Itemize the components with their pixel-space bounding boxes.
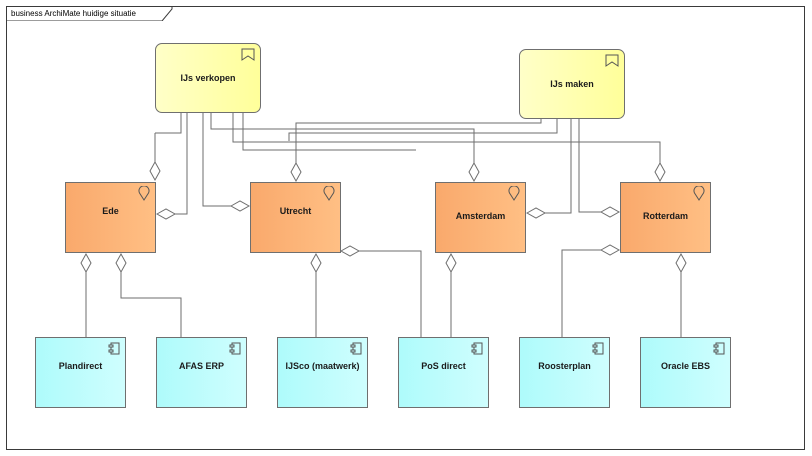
location-utrecht[interactable]: Utrecht bbox=[250, 182, 341, 253]
diagram-frame-tab bbox=[6, 6, 173, 21]
component-icon bbox=[229, 342, 241, 355]
connector-ede-afas bbox=[120, 272, 182, 338]
component-icon bbox=[350, 342, 362, 355]
diagram-frame bbox=[6, 6, 805, 450]
aggregation-diamond bbox=[468, 161, 480, 183]
component-icon bbox=[471, 342, 483, 355]
location-label: Utrecht bbox=[279, 206, 312, 216]
connector-rotterdam-roosterplan bbox=[561, 249, 601, 338]
location-label: Rotterdam bbox=[642, 211, 688, 221]
connector-verkopen-utrecht bbox=[202, 112, 231, 207]
component-label: AFAS ERP bbox=[178, 361, 224, 371]
aggregation-diamond bbox=[155, 208, 177, 220]
process-ijs-verkopen[interactable]: IJs verkopen bbox=[155, 43, 261, 113]
process-label: IJs verkopen bbox=[180, 73, 236, 83]
aggregation-diamond bbox=[290, 161, 302, 183]
aggregation-diamond bbox=[115, 252, 127, 274]
location-pin-icon bbox=[323, 186, 335, 201]
location-pin-icon bbox=[693, 186, 705, 201]
location-pin-icon bbox=[508, 186, 520, 201]
component-label: IJSco (maatwerk) bbox=[285, 361, 360, 371]
aggregation-diamond bbox=[445, 252, 457, 274]
aggregation-diamond bbox=[654, 161, 666, 183]
aggregation-diamond bbox=[339, 245, 361, 257]
aggregation-diamond bbox=[525, 207, 547, 219]
aggregation-diamond bbox=[599, 206, 621, 218]
component-oracle-ebs[interactable]: Oracle EBS bbox=[640, 337, 731, 408]
location-pin-icon bbox=[138, 186, 150, 201]
component-icon bbox=[108, 342, 120, 355]
location-label: Amsterdam bbox=[455, 211, 506, 221]
location-label: Ede bbox=[102, 206, 119, 216]
connector-verkopen-amsterdam bbox=[210, 112, 475, 163]
component-roosterplan[interactable]: Roosterplan bbox=[519, 337, 610, 408]
connector-verkopen-rotterdam bbox=[232, 112, 661, 163]
component-label: Plandirect bbox=[58, 361, 103, 371]
component-label: Oracle EBS bbox=[660, 361, 711, 371]
process-label: IJs maken bbox=[550, 79, 594, 89]
connector-verkopen-ede-2 bbox=[175, 112, 188, 215]
component-icon bbox=[713, 342, 725, 355]
connector-utrecht-posdirect bbox=[359, 250, 422, 338]
component-label: PoS direct bbox=[421, 361, 466, 371]
component-afas-erp[interactable]: AFAS ERP bbox=[156, 337, 247, 408]
component-label: Roosterplan bbox=[538, 361, 591, 371]
aggregation-diamond bbox=[675, 252, 687, 274]
aggregation-diamond bbox=[80, 252, 92, 274]
location-ede[interactable]: Ede bbox=[65, 182, 156, 253]
component-ijsco[interactable]: IJSco (maatwerk) bbox=[277, 337, 368, 408]
aggregation-diamond bbox=[310, 252, 322, 274]
connector-maken-amsterdam bbox=[545, 118, 572, 214]
component-plandirect[interactable]: Plandirect bbox=[35, 337, 126, 408]
aggregation-diamond bbox=[599, 244, 621, 256]
bookmark-icon bbox=[605, 54, 619, 67]
connector-verkopen-ede bbox=[155, 112, 182, 134]
process-ijs-maken[interactable]: IJs maken bbox=[519, 49, 625, 119]
component-pos-direct[interactable]: PoS direct bbox=[398, 337, 489, 408]
connector-maken-rotterdam bbox=[578, 118, 601, 213]
aggregation-diamond bbox=[229, 200, 251, 212]
location-rotterdam[interactable]: Rotterdam bbox=[620, 182, 711, 253]
connector-maken-utrecht bbox=[295, 118, 542, 163]
location-amsterdam[interactable]: Amsterdam bbox=[435, 182, 526, 253]
diagram-title: business ArchiMate huidige situatie bbox=[11, 9, 136, 18]
aggregation-diamond bbox=[149, 160, 161, 182]
bookmark-icon bbox=[241, 48, 255, 61]
component-icon bbox=[592, 342, 604, 355]
